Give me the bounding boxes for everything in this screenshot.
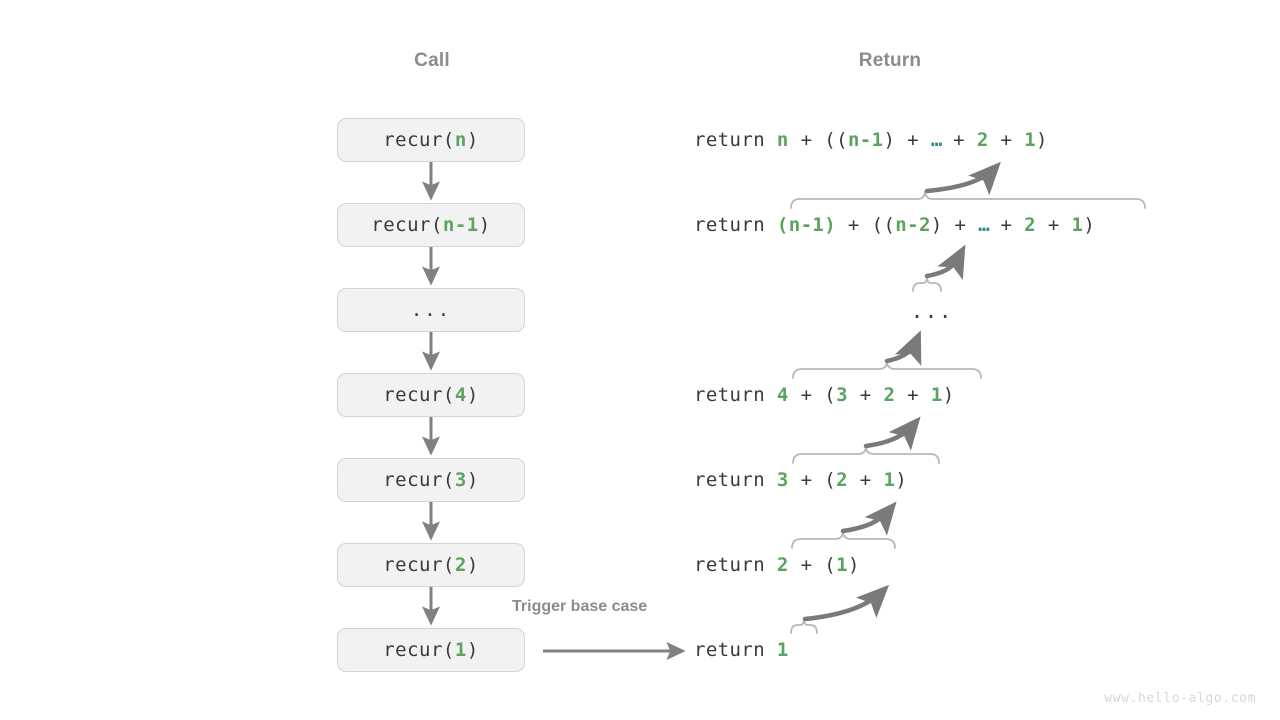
call-box-text: recur(1) xyxy=(383,639,479,661)
value-arrow-to-return-ellipsis xyxy=(884,330,922,366)
call-box-text: recur(n-1) xyxy=(371,214,491,236)
call-box-text: recur(n) xyxy=(383,129,479,151)
return-line-n: return n + ((n-1) + … + 2 + 1) xyxy=(694,129,1048,151)
brace-return-n-1 xyxy=(790,190,1146,209)
call-box-recur-n[interactable]: recur(n) xyxy=(337,118,525,162)
value-arrow-to-return-3 xyxy=(840,501,897,536)
brace-return-3 xyxy=(792,445,940,464)
return-keyword: return xyxy=(694,214,766,236)
column-header-return: Return xyxy=(858,50,922,71)
watermark: www.hello-algo.com xyxy=(1104,691,1256,706)
call-box-recur-3[interactable]: recur(3) xyxy=(337,458,525,502)
return-keyword: return xyxy=(694,129,766,151)
brace-return-4 xyxy=(792,360,982,379)
return-keyword: return xyxy=(694,554,766,576)
value-arrow-to-return-4 xyxy=(863,416,921,451)
call-box-text: recur(4) xyxy=(383,384,479,406)
call-box-text: recur(2) xyxy=(383,554,479,576)
trigger-base-case-label: Trigger base case xyxy=(512,598,648,615)
call-box-text: ... xyxy=(410,299,452,321)
brace-return-2 xyxy=(791,530,896,549)
value-arrow-to-return-2 xyxy=(802,584,890,622)
call-box-recur-n-1[interactable]: recur(n-1) xyxy=(337,203,525,247)
call-box-text: recur(3) xyxy=(383,469,479,491)
brace-return-ellipsis xyxy=(912,276,942,292)
return-line-4: return 4 + (3 + 2 + 1) xyxy=(694,384,955,406)
return-line-3: return 3 + (2 + 1) xyxy=(694,469,908,491)
return-line-ellipsis: ... xyxy=(911,299,954,323)
call-box-recur-1[interactable]: recur(1) xyxy=(337,628,525,672)
return-line-n-1: return (n-1) + ((n-2) + … + 2 + 1) xyxy=(694,214,1096,236)
column-header-call: Call xyxy=(414,50,450,71)
return-line-2: return 2 + (1) xyxy=(694,554,860,576)
return-keyword: return xyxy=(694,384,766,406)
value-arrow-to-return-n xyxy=(924,161,1001,196)
call-box-recur-2[interactable]: recur(2) xyxy=(337,543,525,587)
return-line-1: return 1 xyxy=(694,639,789,661)
call-box-recur-4[interactable]: recur(4) xyxy=(337,373,525,417)
value-arrow-to-return-n-1 xyxy=(924,244,966,281)
brace-return-1 xyxy=(790,618,818,634)
return-keyword: return xyxy=(694,469,766,491)
return-keyword: return xyxy=(694,639,766,661)
call-box-ellipsis[interactable]: ... xyxy=(337,288,525,332)
